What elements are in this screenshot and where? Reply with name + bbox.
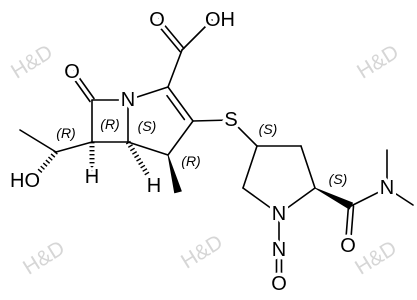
bond-amide-o-double-a bbox=[349, 205, 355, 245]
atom-amide-oxygen: O bbox=[340, 235, 356, 257]
bond-layer bbox=[19, 17, 414, 285]
atom-amide-nitrogen: N bbox=[380, 177, 394, 199]
atom-thioether-sulfur: S bbox=[224, 109, 237, 131]
watermark: H&D bbox=[351, 236, 401, 279]
stereo-label-c5: (S) bbox=[138, 118, 157, 134]
bond-c2-c3-double-inner bbox=[166, 94, 186, 121]
atom-lactam-nitrogen: N bbox=[121, 89, 135, 111]
bond-amide-o-double-b bbox=[344, 205, 350, 245]
atom-pyrrolidine-nitrogen: N bbox=[272, 203, 286, 225]
bond-c7-o-double-b bbox=[69, 72, 91, 103]
bond-pyrrolidine-c5-n1 bbox=[278, 187, 316, 215]
stereo-label-c6: (R) bbox=[100, 116, 119, 132]
bond-c7-o-double-a bbox=[73, 69, 95, 100]
bond-amide-n-methyl-2 bbox=[386, 187, 414, 206]
atom-acid-carbonyl-oxygen: O bbox=[149, 9, 165, 31]
stereo-label-pyrrolidine-c5: (S) bbox=[329, 171, 348, 187]
bond-c2-carboxyl bbox=[167, 49, 183, 88]
bond-c8-methyl bbox=[19, 129, 57, 153]
watermark: H&D bbox=[353, 40, 403, 83]
bond-c3-s bbox=[192, 119, 232, 122]
bond-pyrrolidine-c4-c5 bbox=[300, 145, 316, 189]
atom-hydrogen-c5: H bbox=[147, 175, 161, 197]
watermark: H&D bbox=[177, 230, 227, 273]
bond-amide-c-n bbox=[350, 187, 388, 207]
atom-side-chain-hydroxyl: HO bbox=[10, 170, 40, 192]
wedge-bond-c5-amide-carbon bbox=[314, 187, 354, 210]
bond-carboxyl-o-double-a bbox=[158, 17, 185, 50]
bond-pyrrolidine-n1-c2 bbox=[242, 187, 280, 215]
bond-carboxyl-o-double-b bbox=[154, 20, 181, 53]
bond-c4-c5 bbox=[127, 141, 169, 156]
atom-hydrogen-c6: H bbox=[85, 166, 99, 188]
stereo-label-c4: (R) bbox=[181, 153, 200, 169]
stereo-label-pyrrolidine-c3: (S) bbox=[259, 121, 278, 137]
stereo-label-c8: (R) bbox=[56, 125, 75, 141]
watermark: H&D bbox=[19, 236, 69, 279]
bond-n4-c2 bbox=[127, 86, 169, 101]
atom-nitroso-oxygen: O bbox=[271, 273, 287, 295]
wedge-bond-c4-methyl bbox=[167, 154, 182, 194]
bond-c2-c3 bbox=[167, 86, 194, 122]
bond-carboxyl-oh bbox=[181, 19, 213, 51]
atom-label-layer: O N O OH S HO H H N N O O N bbox=[7, 6, 398, 299]
atom-lactam-oxygen: O bbox=[64, 61, 80, 83]
bond-c3-c4 bbox=[167, 120, 194, 156]
atom-acid-hydroxyl: OH bbox=[205, 9, 235, 31]
bond-s-pyrrolidine-c3 bbox=[230, 119, 258, 147]
stereo-label-layer: (R) (R) (S) (R) (S) (S) bbox=[55, 115, 349, 189]
bond-c6-c8 bbox=[55, 141, 93, 153]
watermark: H&D bbox=[7, 40, 57, 83]
atom-nitroso-nitrogen: N bbox=[272, 239, 286, 261]
bond-pyrrolidine-c2-c3 bbox=[242, 145, 258, 189]
